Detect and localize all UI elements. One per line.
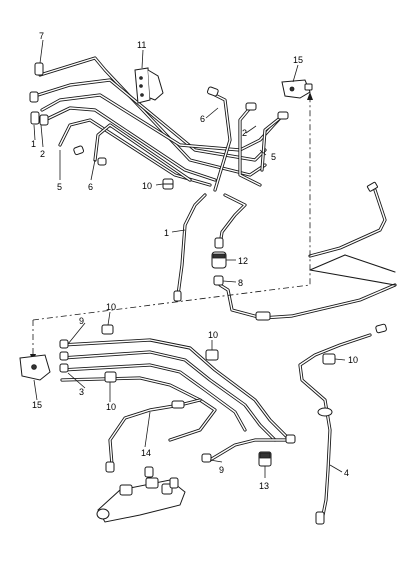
brake-line-4: [298, 333, 372, 525]
callout-numbers: 7 11 15 1 2 5 6 10 6 2 5 1 12 8 10 9 10 …: [31, 31, 358, 491]
callout-15-top: 15: [293, 55, 303, 65]
brake-line-9-bottom: [208, 438, 292, 462]
distributor-12: [211, 251, 227, 269]
right-long-line: [308, 181, 387, 258]
callout-9-bottom: 9: [219, 465, 224, 475]
callout-13: 13: [259, 481, 269, 491]
callout-3: 3: [79, 387, 84, 397]
leader-lines: [33, 39, 346, 478]
callout-1-upper: 1: [31, 139, 36, 149]
callout-10-b: 10: [106, 302, 116, 312]
brake-line-14: [108, 398, 202, 467]
callout-14: 14: [141, 448, 151, 458]
callout-6-left: 6: [88, 182, 93, 192]
lower-fittings: [59, 339, 296, 463]
fitting-8: [213, 275, 224, 286]
junction-block-15-lower: [19, 354, 51, 381]
callout-9-left: 9: [79, 316, 84, 326]
callout-11: 11: [137, 40, 146, 50]
callout-5-right: 5: [271, 152, 276, 162]
lower-tube-bundle: [60, 338, 292, 442]
clips-10-lower: [101, 324, 336, 383]
upper-fittings: [29, 62, 289, 302]
callout-8: 8: [238, 278, 243, 288]
line-to-distributor: [218, 193, 247, 247]
callout-7: 7: [39, 31, 44, 41]
bracket-11: [134, 67, 164, 104]
callout-5-left: 5: [57, 182, 62, 192]
junction-block-15-top: [281, 79, 313, 99]
upper-tube-bundle: [36, 56, 282, 192]
callout-4: 4: [344, 468, 349, 478]
hose-connectors: [255, 311, 387, 334]
callout-6-right: 6: [200, 114, 205, 124]
clip-10-upper: [162, 178, 174, 190]
callout-10-c: 10: [208, 330, 218, 340]
callout-10-e: 10: [106, 402, 116, 412]
callout-15-left: 15: [32, 400, 42, 410]
callout-10-a: 10: [142, 181, 152, 191]
callout-2-upper: 2: [40, 149, 45, 159]
brake-line-1: [176, 193, 207, 297]
callout-12: 12: [238, 256, 248, 266]
master-cylinder: [96, 461, 186, 523]
callout-10-d: 10: [348, 355, 358, 365]
pressure-switch-13: [258, 451, 272, 467]
callout-2-right: 2: [242, 128, 247, 138]
callout-1-mid: 1: [164, 228, 169, 238]
